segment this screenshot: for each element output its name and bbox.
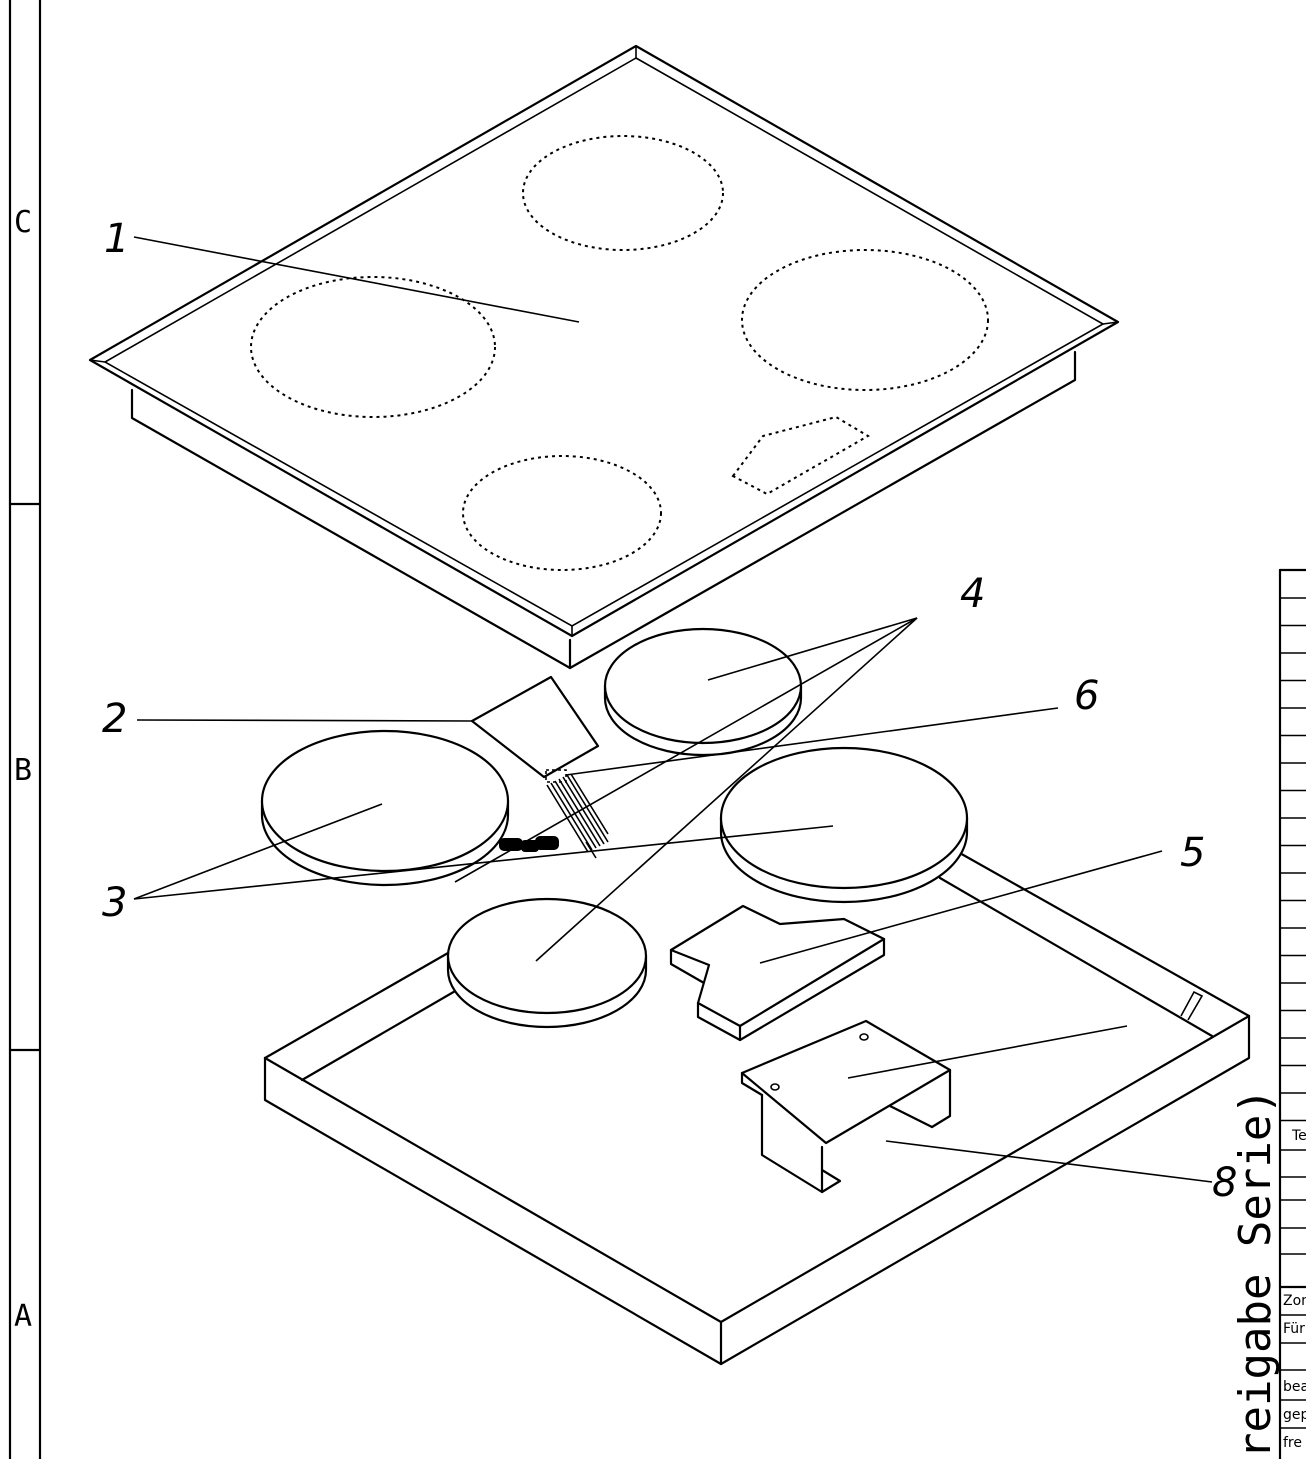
leader-lines <box>133 236 1213 1183</box>
cooking-zone-marking-right <box>741 249 989 391</box>
cooking-zone-marking-left <box>250 276 496 418</box>
title-block-label-fre: fre <box>1283 1435 1302 1451</box>
control-board <box>470 675 600 779</box>
heating-element-back <box>603 627 803 757</box>
callout-1: 1 <box>104 216 129 262</box>
release-status-text: reigabe Serie) <box>1230 1088 1281 1459</box>
title-block: Te Zon Für bea gep fre reigabe Serie) <box>1230 568 1306 1459</box>
callout-4: 4 <box>960 571 985 617</box>
title-block-label-zone: Zon <box>1283 1293 1306 1309</box>
callout-2: 2 <box>102 696 127 742</box>
callout-5: 5 <box>1180 830 1205 876</box>
zone-label-b: B <box>14 753 32 788</box>
cooking-zone-marking-front <box>462 455 662 571</box>
zone-label-a: A <box>14 1299 32 1334</box>
callouts: 1 2 3 4 5 6 8 <box>102 216 1237 1206</box>
connector-clips <box>499 836 559 852</box>
heating-element-front <box>446 897 648 1029</box>
heating-element-right <box>719 746 969 904</box>
zone-frame: C B A <box>8 0 42 1459</box>
callout-3: 3 <box>102 880 127 926</box>
glass-ceramic-top <box>88 44 1120 670</box>
cooking-zone-marking-back <box>522 135 724 251</box>
title-block-label-bea: bea <box>1283 1379 1306 1395</box>
callout-6: 6 <box>1074 673 1099 719</box>
housing-tray <box>263 850 1251 1366</box>
title-block-label-te: Te <box>1291 1128 1306 1144</box>
heating-element-left <box>260 729 510 887</box>
ribbon-cable <box>545 769 609 859</box>
mounting-bracket <box>740 1019 952 1194</box>
title-block-label-fuer: Für <box>1283 1321 1305 1337</box>
callout-8: 8 <box>1212 1160 1237 1206</box>
zone-label-c: C <box>14 205 32 240</box>
title-block-label-gep: gep <box>1283 1407 1306 1423</box>
insulation-plate <box>669 904 886 1042</box>
